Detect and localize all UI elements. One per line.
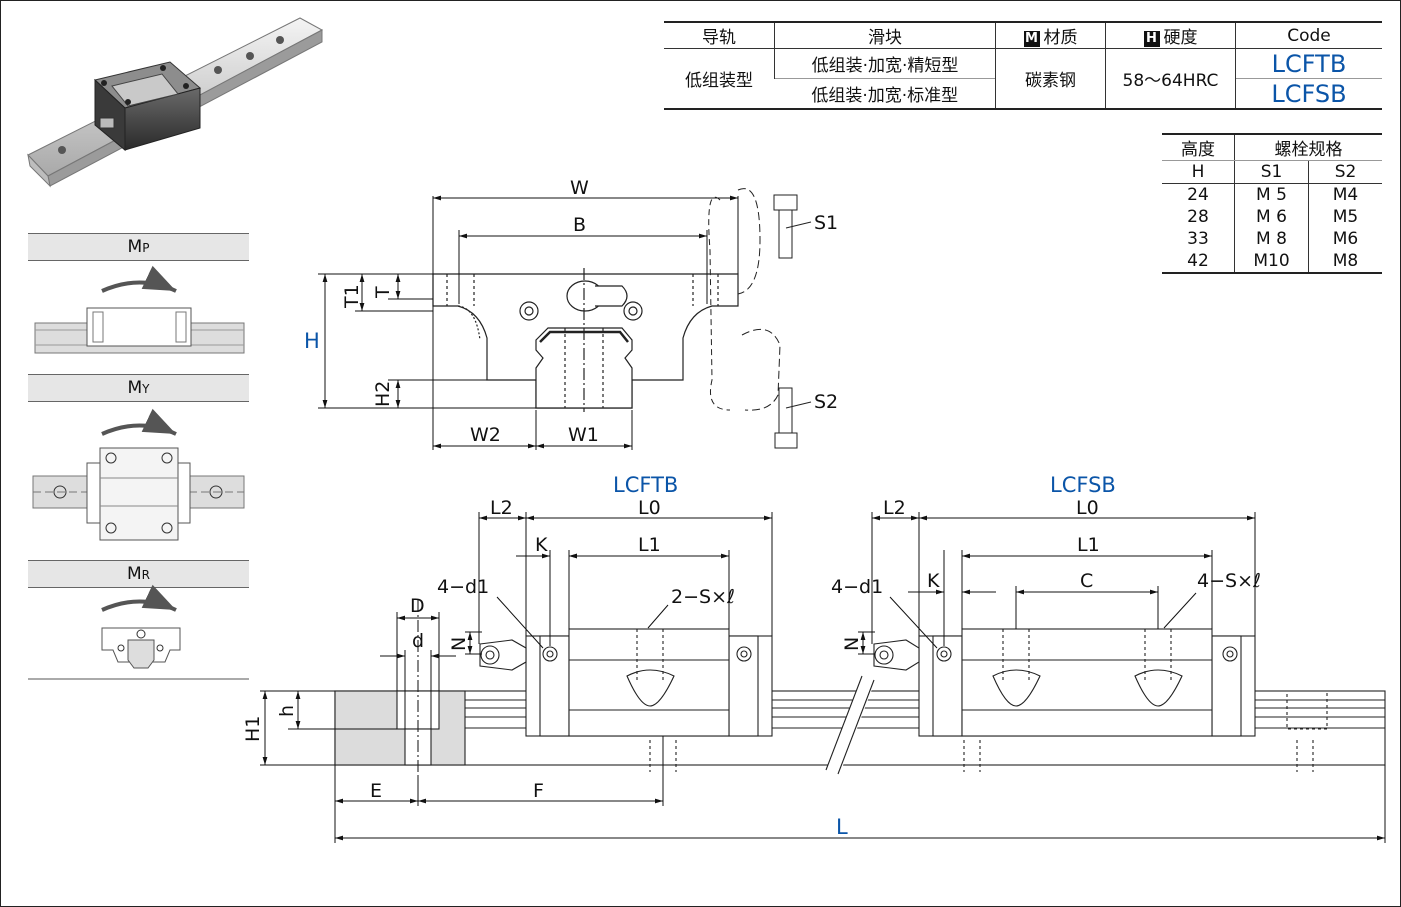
label-screw-left: 2−S×ℓ — [671, 586, 735, 608]
label-d1-left: 4−d1 — [437, 576, 489, 598]
dim-H1: H1 — [242, 716, 264, 742]
header-code: Code — [1235, 22, 1382, 49]
bolt-row-s1: M 8 — [1234, 228, 1309, 250]
bolt-row-s2: M4 — [1308, 183, 1382, 206]
bolt-header-spec: 螺栓规格 — [1234, 134, 1382, 161]
material-value: 碳素钢 — [995, 48, 1106, 109]
bolt-row-s1: M10 — [1234, 250, 1309, 273]
bolt-row-s2: M5 — [1308, 206, 1382, 228]
bolt-row-s1: M 5 — [1234, 183, 1309, 206]
bolt-header-s2: S2 — [1308, 160, 1382, 184]
dim-E: E — [370, 780, 382, 802]
code-2: LCFSB — [1235, 78, 1382, 109]
dim-L: L — [836, 815, 848, 839]
side-dimensions — [260, 512, 1386, 843]
section-view — [432, 268, 739, 412]
dim-F: F — [533, 780, 544, 802]
dim-L2-left: L2 — [490, 497, 513, 519]
moment-panel-pitch: MP — [28, 233, 249, 261]
dim-W: W — [570, 177, 589, 199]
dim-L1-left: L1 — [638, 534, 661, 556]
code-1: LCFTB — [1235, 48, 1382, 79]
dim-W2: W2 — [470, 424, 501, 446]
dim-B: B — [573, 214, 586, 236]
bolt-row-h: 24 — [1187, 185, 1209, 205]
bolt-row-h: 28 — [1187, 207, 1209, 227]
dim-L2-right: L2 — [883, 497, 906, 519]
bolt-row-s2: M8 — [1308, 250, 1382, 273]
label-screw-right: 4−S×ℓ — [1197, 570, 1261, 592]
dim-C: C — [1080, 570, 1093, 592]
moment-roll-icon — [101, 584, 181, 669]
rail-type: 低组装型 — [685, 71, 753, 91]
dim-T: T — [372, 286, 394, 299]
header-block: 滑块 — [774, 22, 996, 49]
dim-H: H — [304, 329, 320, 353]
label-S2: S2 — [814, 391, 838, 413]
bolt-row-s1: M 6 — [1234, 206, 1309, 228]
hardness-badge-icon: H — [1143, 31, 1160, 47]
title-lcfsb: LCFSB — [1050, 473, 1116, 497]
dim-K-left: K — [535, 534, 548, 556]
section-dimensions — [318, 195, 739, 450]
label-S1: S1 — [814, 212, 838, 234]
bolt-s2-icon — [741, 328, 812, 449]
block-type-1: 低组装·加宽·精短型 — [774, 48, 996, 79]
header-rail: 导轨 — [664, 22, 775, 49]
hardness-value: 58～64HRC — [1105, 48, 1236, 109]
moment-panel-yaw: MY — [28, 374, 249, 402]
block-lcfsb — [873, 628, 1314, 772]
dim-N-left: N — [448, 637, 470, 651]
bolt-header-height: 高度 — [1162, 134, 1235, 161]
dim-D: D — [410, 595, 425, 617]
dim-N-right: N — [841, 637, 863, 651]
dim-h: h — [276, 705, 298, 717]
bolt-header-h: H — [1162, 160, 1235, 184]
dim-W1: W1 — [568, 424, 599, 446]
block-lcftb — [479, 628, 773, 772]
dim-H2: H2 — [372, 381, 394, 407]
product-photo — [27, 17, 324, 188]
bolt-row-h: 42 — [1187, 251, 1209, 271]
bolt-row-s2: M6 — [1308, 228, 1382, 250]
dim-L0-left: L0 — [638, 497, 661, 519]
dim-L0-right: L0 — [1076, 497, 1099, 519]
moment-pitch-icon — [34, 265, 245, 354]
dim-L1-right: L1 — [1077, 534, 1100, 556]
moment-yaw-icon — [32, 408, 245, 541]
dim-K-right: K — [927, 570, 940, 592]
bolt-header-s1: S1 — [1234, 160, 1309, 184]
moment-panel-roll: MR — [28, 560, 249, 588]
title-lcftb: LCFTB — [613, 473, 678, 497]
block-type-2: 低组装·加宽·标准型 — [774, 78, 996, 109]
bolt-s1-icon — [708, 188, 812, 411]
label-d1-right: 4−d1 — [831, 576, 883, 598]
material-badge-icon: M — [1023, 31, 1040, 47]
dim-T1: T1 — [341, 284, 363, 309]
dim-d: d — [412, 630, 424, 652]
bolt-row-h: 33 — [1187, 229, 1209, 249]
